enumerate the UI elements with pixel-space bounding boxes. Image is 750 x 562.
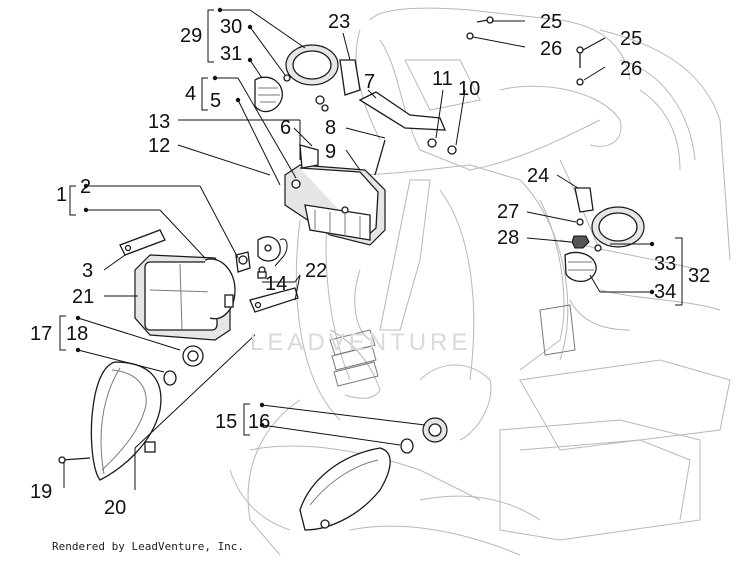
callout-6: 6	[280, 117, 291, 139]
headlight-lens	[58, 345, 204, 481]
front-turn-lens	[299, 417, 448, 531]
callout-34: 34	[654, 281, 676, 303]
cable-bracket	[315, 91, 457, 176]
callout-16: 16	[248, 411, 270, 433]
callout-26b: 26	[620, 58, 642, 80]
callout-15: 15	[215, 411, 237, 433]
callout-3: 3	[82, 260, 93, 282]
footer-credit: Rendered by LeadVenture, Inc.	[52, 540, 245, 553]
callout-9: 9	[325, 141, 336, 163]
headlight-assembly	[134, 254, 236, 341]
callout-5: 5	[210, 90, 221, 112]
callout-29: 29	[180, 25, 202, 47]
callout-7: 7	[364, 71, 375, 93]
watermark-text: LEADVENTURE	[250, 329, 471, 356]
leader-lines	[59, 7, 683, 490]
callout-22: 22	[305, 260, 327, 282]
callout-labels: 29 30 31 23 25 26 25 26 7 11 10 4 5 13 1…	[30, 11, 710, 519]
callout-24: 24	[527, 165, 549, 187]
callout-23: 23	[328, 11, 350, 33]
callout-18: 18	[66, 323, 88, 345]
watermark: LEADVENTURE	[250, 329, 471, 356]
callout-25b: 25	[620, 28, 642, 50]
callout-2: 2	[80, 176, 91, 198]
callout-14: 14	[265, 273, 287, 295]
callout-28: 28	[497, 227, 519, 249]
callout-26a: 26	[540, 38, 562, 60]
callout-10: 10	[458, 78, 480, 100]
headlight-brackets	[119, 229, 299, 313]
callout-12: 12	[148, 135, 170, 157]
callout-30: 30	[220, 16, 242, 38]
callout-1: 1	[56, 184, 67, 206]
callout-21: 21	[72, 286, 94, 308]
callout-13: 13	[148, 111, 170, 133]
parking-lamp-bulb	[257, 266, 267, 279]
callout-25a: 25	[540, 11, 562, 33]
turn-signal-right	[564, 187, 645, 283]
callout-20: 20	[104, 497, 126, 519]
callout-17: 17	[30, 323, 52, 345]
callout-19: 19	[30, 481, 52, 503]
screws	[466, 16, 590, 249]
callout-4: 4	[185, 83, 196, 105]
callout-8: 8	[325, 117, 336, 139]
callout-27: 27	[497, 201, 519, 223]
headlight-support-bracket	[284, 144, 386, 246]
callout-31: 31	[220, 43, 242, 65]
turn-signal-left	[254, 44, 361, 113]
callout-11: 11	[432, 68, 453, 90]
callout-32: 32	[688, 265, 710, 287]
callout-33: 33	[654, 253, 676, 275]
headlight-bulb	[235, 236, 288, 273]
